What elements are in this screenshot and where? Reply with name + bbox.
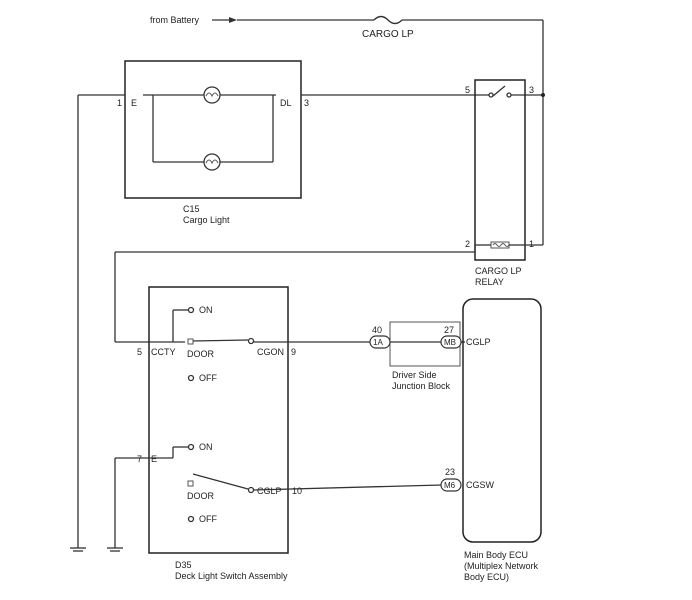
relay-pin-5: 5 [465,85,470,95]
switch-pin-cglp: CGLP [257,486,282,496]
fuse-label: CARGO LP [362,29,414,40]
lower-door-label: DOOR [187,491,215,501]
switch-pin-9: 9 [291,347,296,357]
bulb-icon [203,86,221,104]
jb-name-1: Driver Side [392,370,437,380]
driver-side-junction-block: 40 1A 27 MB Driver Side Junction Block [369,321,462,391]
terminal-icon [187,374,195,382]
terminal-icon [187,480,194,487]
from-battery-label: from Battery [150,15,200,25]
ecu-signal-cgsw: CGSW [466,480,495,490]
cargo-light-pin-3: 3 [304,98,309,108]
cargo-light: E 1 DL 3 C15 Cargo Light [117,60,309,225]
cargo-light-pin-1: 1 [117,98,122,108]
ecu-name-3: Body ECU) [464,572,509,582]
battery-feed: from Battery CARGO LP [150,15,543,40]
jb-pin-40: 40 [372,325,382,335]
relay-pin-1: 1 [529,239,534,249]
ecu-name-2: (Multiplex Network [464,561,539,571]
switch-assembly-name: Deck Light Switch Assembly [175,571,288,581]
cglp-wire [252,484,443,491]
terminal-icon [187,443,195,451]
jb-conn-1a: 1A [373,338,383,347]
cargo-light-name: Cargo Light [183,215,230,225]
terminal-icon [247,337,255,345]
cargo-light-id: C15 [183,204,200,214]
ecu-name-1: Main Body ECU [464,550,528,560]
relay-coil-icon [490,241,510,249]
relay-name-1: CARGO LP [475,266,522,276]
switch-blade-icon [192,339,249,342]
switch-pin-7: 7 [137,454,142,464]
connector-icon [440,335,462,349]
cargo-light-pin-e: E [131,98,137,108]
relay-box [474,79,526,261]
jb-conn-mb: MB [444,338,456,347]
cargo-light-pin-dl: DL [280,98,292,108]
junction-dot [541,93,545,97]
bulb-icon [203,153,221,171]
relay-pin-3: 3 [529,85,534,95]
connector-icon [440,478,462,492]
cargo-lp-relay: 5 3 2 1 CARGO LP RELAY [465,79,534,287]
deck-light-switch-assembly: 5 CCTY ON DOOR OFF CGON 9 7 E ON DOOR OF… [137,286,302,581]
ecu-signal-cglp: CGLP [466,337,491,347]
ground-icon [107,547,123,552]
upper-off-label: OFF [199,373,217,383]
connector-icon [369,335,391,349]
jb-name-2: Junction Block [392,381,451,391]
upper-on-label: ON [199,305,213,315]
switch-assembly-box [148,286,289,554]
switch-pin-cgon: CGON [257,347,284,357]
terminal-icon [187,306,195,314]
ecu-conn-m6: M6 [444,481,456,490]
upper-door-label: DOOR [187,349,215,359]
ecu-pin-23: 23 [445,467,455,477]
switch-pin-5: 5 [137,347,142,357]
switch-pin-ccty: CCTY [151,347,176,357]
switch-pin-e: E [151,454,157,464]
relay-contact-icon [488,85,512,98]
terminal-icon [247,486,255,494]
cargo-light-box [124,60,302,199]
relay-name-2: RELAY [475,277,504,287]
jb-pin-27: 27 [444,325,454,335]
lower-on-label: ON [199,442,213,452]
ecu-box [462,298,542,543]
lower-off-label: OFF [199,514,217,524]
switch-pin-10: 10 [292,486,302,496]
relay-pin-2: 2 [465,239,470,249]
terminal-icon [187,515,195,523]
main-body-ecu: CGLP CGSW Main Body ECU (Multiplex Netwo… [462,298,542,582]
terminal-icon [187,338,194,345]
fuse-icon [373,15,403,25]
switch-assembly-id: D35 [175,560,192,570]
switch-blade-icon [192,473,249,490]
arrow-icon [229,17,237,23]
ground-icon [70,547,86,552]
